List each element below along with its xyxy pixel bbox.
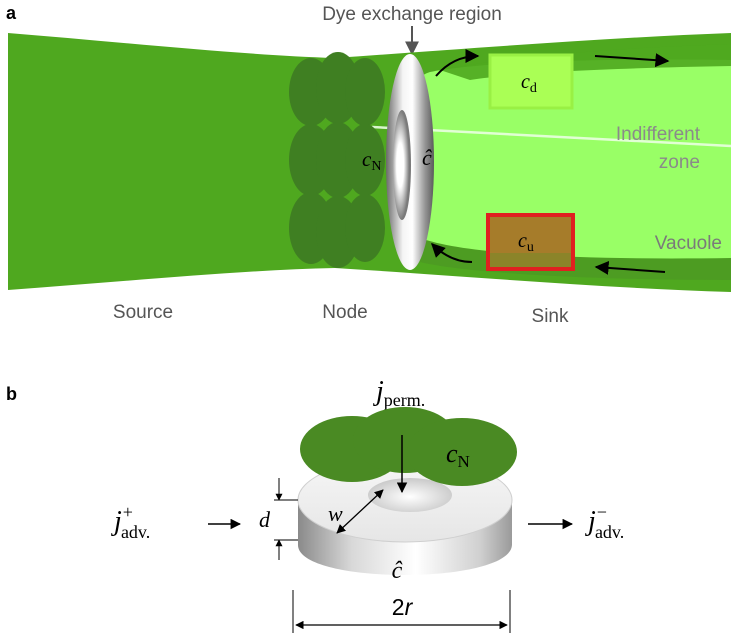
node-cells-b [300, 407, 517, 486]
j-adv-minus-label: j−adv. [585, 502, 624, 542]
panel-b-label: b [6, 384, 17, 404]
source-tube [8, 33, 335, 290]
dye-exchange-title: Dye exchange region [322, 4, 502, 25]
cu-label: cu [518, 230, 534, 255]
cd-label: cd [521, 71, 537, 96]
panel-a-label: a [6, 3, 17, 23]
c-hat-label-b: ĉ [392, 558, 403, 584]
cu-box-band [490, 253, 571, 267]
node-label: Node [322, 302, 367, 323]
indifferent-label-2: zone [659, 152, 700, 173]
j-perm-label: jperm. [373, 376, 425, 410]
source-label: Source [113, 302, 173, 323]
d-label: d [259, 507, 271, 532]
cN-label-a: cN [362, 147, 381, 174]
w-label: w [328, 501, 343, 526]
arrow-bottom-flow [594, 260, 666, 275]
w-arrow [336, 489, 384, 534]
vacuole-label: Vacuole [655, 233, 722, 254]
exchange-disk-hole [393, 110, 411, 220]
arrow-top-flow [594, 53, 670, 68]
c-hat-label-a: ĉ [422, 145, 432, 170]
indifferent-label-1: Indifferent [616, 124, 701, 145]
j-adv-plus-label: j+adv. [111, 502, 150, 542]
arrow-up-curve [435, 49, 480, 77]
arrow-down-curve [431, 243, 473, 263]
cd-box [488, 53, 574, 110]
two-r-label: 2r [392, 594, 414, 620]
sink-cytoplasm [395, 59, 731, 272]
ring-hole [368, 478, 452, 512]
node-cells [289, 52, 385, 268]
sink-label: Sink [532, 306, 569, 327]
cN-label-b: cN [446, 439, 470, 471]
